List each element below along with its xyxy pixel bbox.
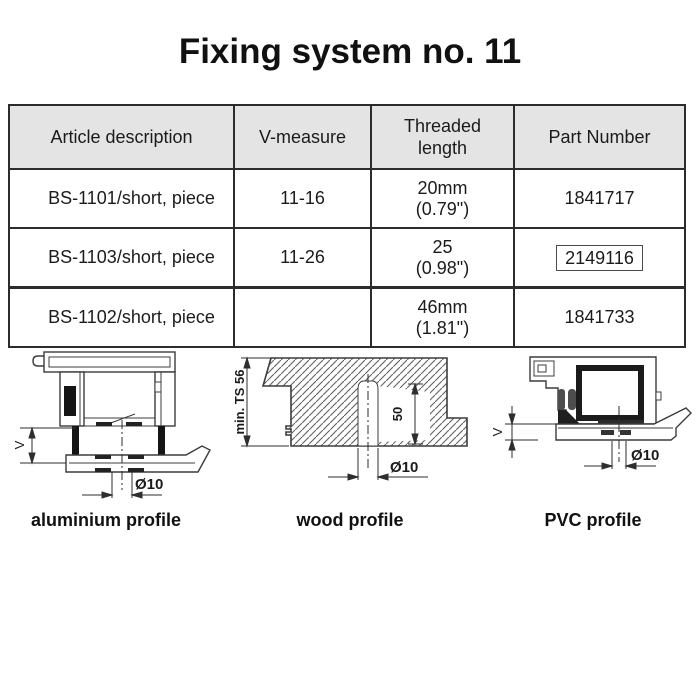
cell-threaded-length-1: 20mm (0.79") — [370, 168, 515, 229]
cell-article-3: BS-1102/short, piece — [8, 286, 235, 348]
col-header-threaded-length: Threaded length — [370, 104, 515, 170]
screw — [158, 426, 165, 456]
col-header-v-measure: V-measure — [233, 104, 372, 170]
wood-profile-drawing: 50 min. TS 56 Ø10 — [232, 356, 468, 481]
cell-v-measure-1: 11-16 — [233, 168, 372, 229]
table-header-row: Article description V-measure Threaded l… — [8, 104, 686, 170]
gasket-seal — [558, 389, 565, 410]
dim-min-ts-label: min. TS 56 — [232, 369, 247, 434]
seal-dash — [128, 455, 144, 459]
wood-profile-label: wood profile — [296, 510, 404, 530]
chamber-detail — [537, 364, 547, 373]
v-dimension — [505, 406, 556, 458]
cell-article-2: BS-1103/short, piece — [8, 227, 235, 289]
glazing-unit — [576, 365, 644, 421]
threaded-length-inches: (0.98") — [415, 257, 470, 278]
pvc-profile-label: PVC profile — [544, 510, 642, 530]
dim-depth-label: 50 — [390, 407, 405, 421]
cell-article-1: BS-1101/short, piece — [8, 168, 235, 229]
cell-part-number-3: 1841733 — [513, 286, 686, 348]
dim-diameter-label: Ø10 — [390, 459, 418, 476]
dim-diameter-label: Ø10 — [135, 476, 163, 493]
dim-v-label: V — [12, 440, 27, 449]
table-row: BS-1102/short, piece 46mm (1.81") 184173… — [8, 286, 686, 348]
col-header-part-number: Part Number — [513, 104, 686, 170]
cell-v-measure-3 — [233, 286, 372, 348]
col-header-article-description: Article description — [8, 104, 235, 170]
seal-dash — [95, 455, 111, 459]
height-dimension — [241, 356, 289, 448]
threaded-length-value: 25 — [432, 236, 453, 257]
bottom-seal-strip — [598, 420, 644, 426]
aluminium-sash-outline — [32, 351, 176, 427]
highlighted-part-number: 2149116 — [556, 244, 643, 271]
seal-dash — [95, 468, 111, 472]
dimension-clear-area — [378, 386, 430, 442]
sill-profile — [555, 407, 692, 441]
gasket-block — [64, 386, 76, 416]
table-row: BS-1101/short, piece 11-16 20mm (0.79") … — [8, 168, 686, 229]
threaded-length-inches: (1.81") — [415, 317, 470, 338]
page-title: Fixing system no. 11 — [178, 32, 522, 71]
depth-dimension — [408, 382, 423, 446]
threaded-length-inches: (0.79") — [415, 198, 470, 219]
cell-threaded-length-3: 46mm (1.81") — [370, 286, 515, 348]
seal-dash — [128, 468, 144, 472]
gasket-seal — [568, 389, 576, 410]
cell-threaded-length-2: 25 (0.98") — [370, 227, 515, 289]
dim-v-label: V — [490, 427, 505, 436]
seal-dash — [126, 422, 142, 426]
threaded-length-value: 20mm — [417, 177, 468, 198]
screw — [72, 426, 79, 456]
cell-part-number-1: 1841717 — [513, 168, 686, 229]
pvc-profile-drawing: V Ø10 — [490, 356, 692, 470]
table-row: BS-1103/short, piece 11-26 25 (0.98") 21… — [8, 227, 686, 289]
seal-dash — [601, 430, 614, 435]
aluminium-profile-drawing: V Ø10 — [12, 351, 211, 499]
v-dimension — [20, 426, 76, 465]
diameter-dimension — [328, 448, 428, 481]
diameter-dimension — [82, 472, 162, 499]
seal-dash — [620, 430, 631, 435]
seal-dash — [96, 422, 112, 426]
corner-seal — [558, 410, 580, 424]
cell-part-number-2: 2149116 — [513, 227, 686, 289]
side-tab — [655, 391, 662, 401]
dim-diameter-label: Ø10 — [631, 447, 659, 464]
diameter-dimension — [584, 441, 656, 470]
product-table: Article description V-measure Threaded l… — [8, 104, 686, 348]
profile-hook — [32, 355, 44, 367]
threaded-length-value: 46mm — [417, 296, 468, 317]
aluminium-profile-label: aluminium profile — [30, 510, 181, 530]
cell-v-measure-2: 11-26 — [233, 227, 372, 289]
